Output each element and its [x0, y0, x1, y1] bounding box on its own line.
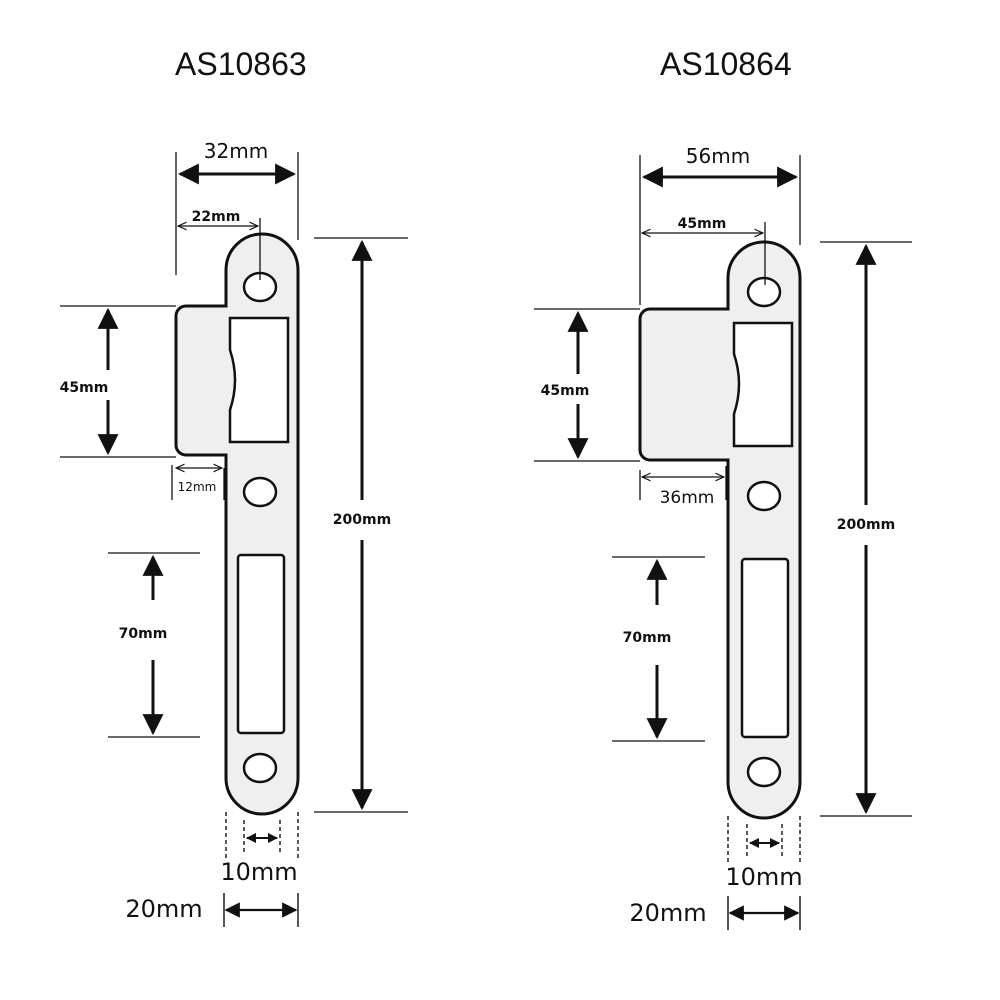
label-plate-width: 20mm	[125, 895, 202, 923]
label-lip-height: 45mm	[60, 380, 109, 396]
label-lip-height: 45mm	[541, 383, 590, 399]
label-slot-width: 10mm	[725, 863, 802, 891]
product-title-as10864: AS10864	[660, 46, 792, 82]
screw-hole-middle	[242, 476, 278, 508]
label-slot-length: 70mm	[119, 626, 168, 642]
bolt-slot	[236, 553, 286, 735]
latch-opening	[228, 316, 290, 444]
label-length: 200mm	[837, 517, 895, 533]
screw-hole-bottom	[242, 752, 278, 784]
label-slot-width: 10mm	[220, 858, 297, 886]
screw-hole-top	[746, 276, 782, 308]
label-plate-width: 20mm	[629, 899, 706, 927]
label-hole-offset: 45mm	[678, 216, 727, 232]
screw-hole-bottom	[746, 756, 782, 788]
product-title-as10863: AS10863	[175, 46, 307, 82]
latch-opening	[732, 321, 794, 448]
drawing-as10864: 56mm 45mm 45mm 36mm 200mm 70mm 10mm 20mm	[534, 144, 912, 930]
label-lip-depth: 12mm	[178, 480, 217, 494]
bolt-slot	[740, 557, 790, 739]
label-hole-offset: 22mm	[192, 209, 241, 225]
drawing-as10863: 32mm 22mm 45mm 12mm 200mm 70mm 10mm 20mm	[60, 139, 408, 927]
label-overall-width: 56mm	[686, 144, 750, 168]
screw-hole-middle	[746, 480, 782, 512]
label-lip-depth: 36mm	[660, 488, 715, 508]
label-overall-width: 32mm	[204, 139, 268, 163]
label-length: 200mm	[333, 512, 391, 528]
label-slot-length: 70mm	[623, 630, 672, 646]
